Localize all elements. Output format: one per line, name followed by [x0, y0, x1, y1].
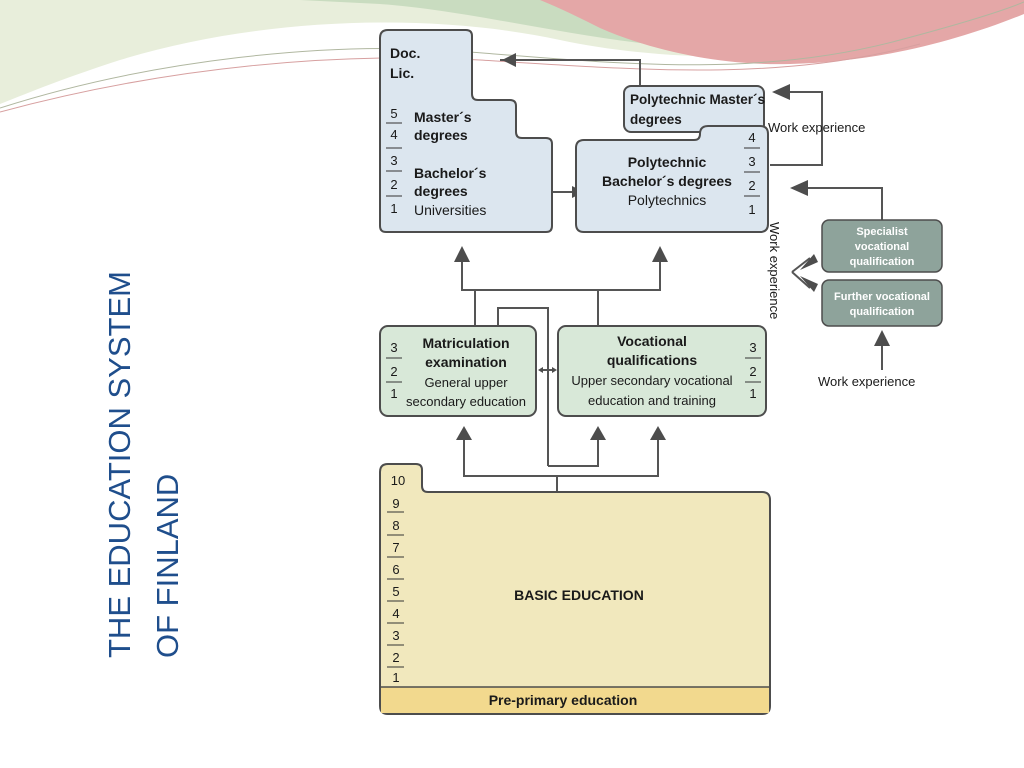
specialist-1: Specialist	[856, 226, 908, 238]
further-1: Further vocational	[834, 291, 930, 303]
univ-doc: Doc.	[390, 45, 420, 61]
specialist-2: vocational	[855, 241, 909, 253]
univ-year-scale: 5 4 3 2 1	[386, 106, 402, 216]
basic-grade: 6	[392, 562, 399, 577]
basic-grade-scale: 10 9 8 7 6 5 4 3 2 1	[387, 473, 405, 685]
poly-line1: Polytechnic	[628, 154, 707, 170]
arrow-crossover	[497, 307, 549, 466]
arrow-work-experience-loop	[770, 91, 823, 166]
univ-year: 1	[390, 201, 397, 216]
univ-year: 5	[390, 106, 397, 121]
vocational-4: education and training	[588, 393, 716, 408]
vocational-year: 1	[749, 386, 756, 401]
basic-grade: 4	[392, 606, 399, 621]
basic-grade: 1	[392, 670, 399, 685]
connectors	[461, 59, 883, 492]
specialist-3: qualification	[850, 256, 915, 268]
univ-bachelors-2: degrees	[414, 183, 468, 199]
matric-1: Matriculation	[422, 335, 509, 351]
polytechnics-box	[575, 125, 769, 233]
univ-masters-2: degrees	[414, 127, 468, 143]
matric-2: examination	[425, 354, 507, 370]
poly-year: 1	[748, 202, 755, 217]
universities-box	[379, 29, 553, 233]
basic-grade: 5	[392, 584, 399, 599]
matric-year: 1	[390, 386, 397, 401]
vocational-box	[557, 325, 767, 417]
basic-grade: 8	[392, 518, 399, 533]
vocational-2: qualifications	[607, 352, 697, 368]
poly-year: 2	[748, 178, 755, 193]
poly-masters-2: degrees	[630, 112, 682, 127]
further-box	[821, 279, 943, 327]
vocational-year: 2	[749, 364, 756, 379]
arrow-vocational-to-polytechnic	[808, 187, 883, 220]
poly-year: 3	[748, 154, 755, 169]
preprimary-band	[381, 687, 769, 713]
univ-masters-1: Master´s	[414, 109, 472, 125]
univ-year: 4	[390, 127, 397, 142]
univ-year: 3	[390, 153, 397, 168]
specialist-box	[821, 219, 943, 273]
further-2: qualification	[850, 306, 915, 318]
univ-lic: Lic.	[390, 65, 414, 81]
work-experience-bottom: Work experience	[818, 374, 915, 389]
vocational-year: 3	[749, 340, 756, 355]
matric-year-scale: 3 2 1	[386, 340, 402, 401]
matric-3: General upper	[424, 375, 508, 390]
basic-grade: 9	[392, 496, 399, 511]
preprimary-label: Pre-primary education	[489, 692, 638, 708]
work-experience-top: Work experience	[768, 120, 865, 135]
arrow-basic-to-secondary	[463, 440, 558, 492]
matric-year: 3	[390, 340, 397, 355]
vocational-1: Vocational	[617, 333, 687, 349]
basic-grade: 3	[392, 628, 399, 643]
poly-masters-1: Polytechnic Master´s	[630, 92, 765, 107]
poly-institution: Polytechnics	[628, 192, 707, 208]
basic-education-label: BASIC EDUCATION	[514, 587, 644, 603]
matriculation-box	[379, 325, 537, 417]
poly-line2: Bachelor´s degrees	[602, 173, 732, 189]
matric-4: secondary education	[406, 394, 526, 409]
matric-year: 2	[390, 364, 397, 379]
univ-bachelors-1: Bachelor´s	[414, 165, 487, 181]
arrow-poly-masters-to-doc	[500, 59, 641, 88]
basic-grade: 7	[392, 540, 399, 555]
poly-year: 4	[748, 130, 755, 145]
work-experience-vertical: Work experience	[767, 222, 782, 319]
vocational-year-scale: 3 2 1	[745, 340, 761, 401]
poly-year-scale: 4 3 2 1	[744, 130, 760, 217]
basic-grade: 2	[392, 650, 399, 665]
basic-education-box	[379, 463, 771, 715]
polytechnic-masters-box	[623, 85, 765, 133]
vocational-3: Upper secondary vocational	[571, 373, 732, 388]
arrowheads	[454, 53, 890, 440]
univ-institution: Universities	[414, 202, 486, 218]
univ-year: 2	[390, 177, 397, 192]
arrow-secondary-to-higher	[474, 289, 599, 326]
basic-grade: 10	[391, 473, 405, 488]
